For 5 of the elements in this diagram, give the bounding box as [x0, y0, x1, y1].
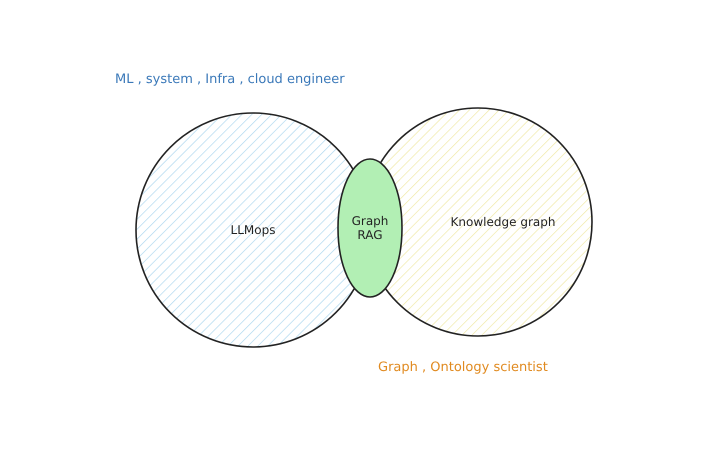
- role-note: ML , system , Infra , cloud engineer: [115, 72, 345, 87]
- set-label: LLMops: [230, 223, 276, 237]
- set-label: Graph RAG: [350, 214, 390, 242]
- role-note: Graph , Ontology scientist: [378, 360, 548, 375]
- set-label: Knowledge graph: [450, 215, 556, 229]
